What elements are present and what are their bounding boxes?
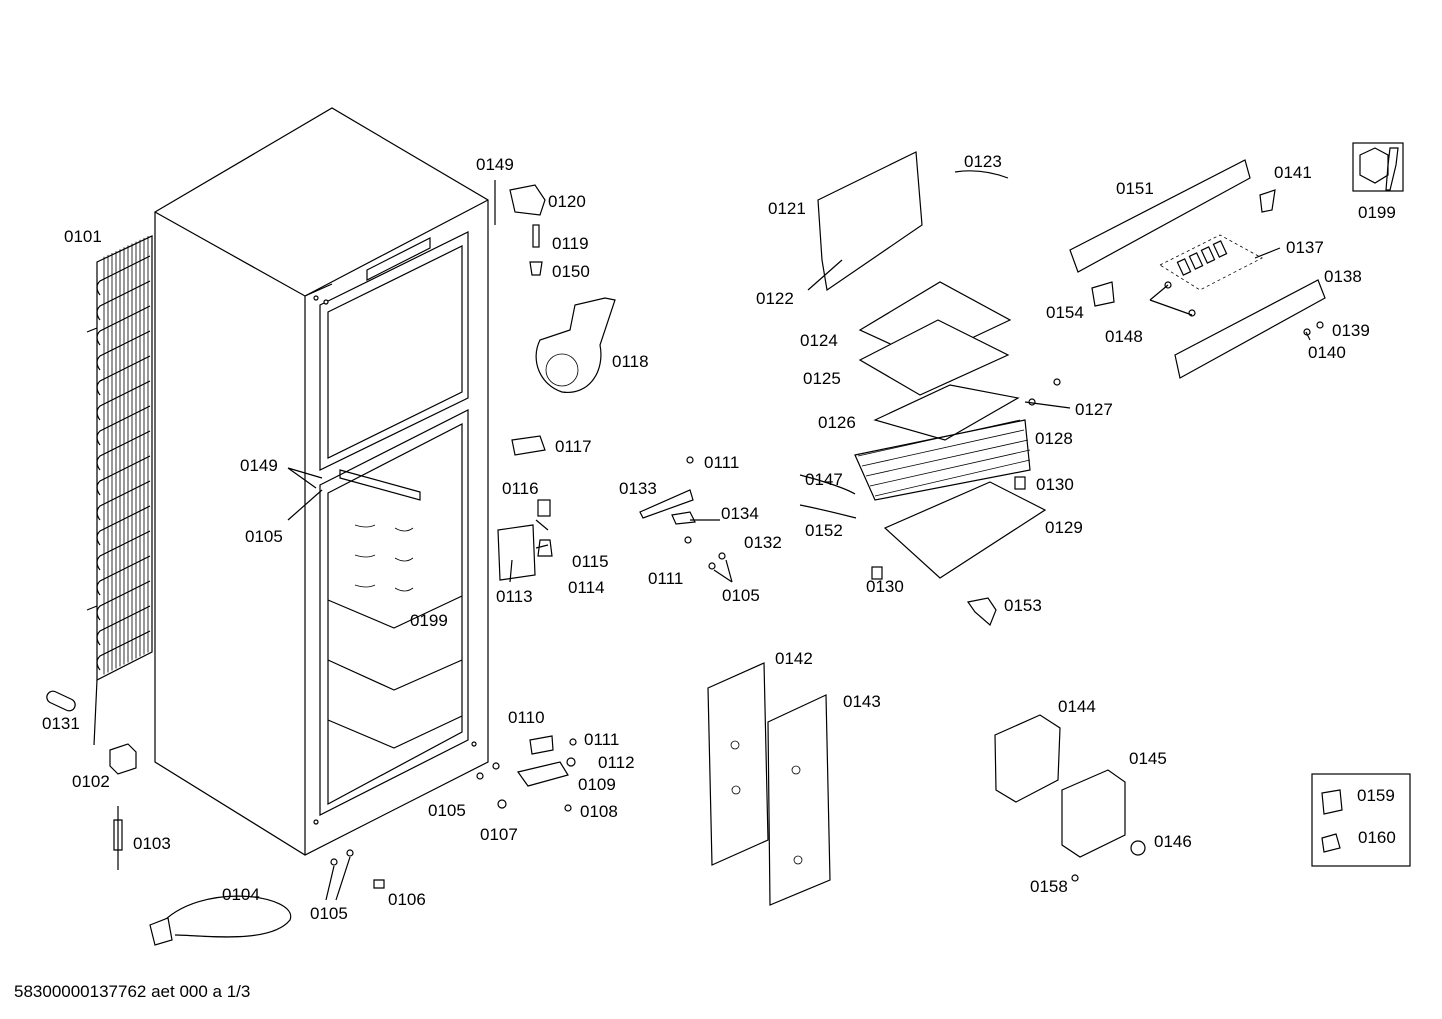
callout-0158: 0158: [1030, 877, 1068, 896]
callout-0147: 0147: [805, 470, 843, 489]
callout-0126: 0126: [818, 413, 856, 432]
callout-0108: 0108: [580, 802, 618, 821]
document-reference: 58300000137762 aet 000 a 1/3: [14, 982, 251, 1001]
small-parts-middle: [476, 456, 726, 812]
callout-0119: 0119: [552, 234, 589, 253]
callout-0105: 0105: [722, 586, 760, 605]
callout-0160: 0160: [1358, 828, 1396, 847]
wrench-nut-icon: [1352, 142, 1404, 192]
callout-0131: 0131: [42, 714, 80, 733]
callout-0115: 0115: [572, 552, 609, 571]
callout-0124: 0124: [800, 331, 838, 350]
callout-0104: 0104: [222, 885, 260, 904]
callout-0129: 0129: [1045, 518, 1083, 537]
callout-0143: 0143: [843, 692, 881, 711]
callout-0123: 0123: [964, 152, 1002, 171]
callout-0109: 0109: [578, 775, 616, 794]
callout-0111: 0111: [648, 569, 684, 588]
evaporator-assembly: [799, 151, 1061, 627]
callout-0122: 0122: [756, 289, 794, 308]
callout-0151: 0151: [1116, 179, 1154, 198]
callout-0113: 0113: [496, 587, 533, 606]
callout-0144: 0144: [1058, 697, 1096, 716]
callout-0101: 0101: [64, 227, 102, 246]
callout-0199: 0199: [1358, 203, 1396, 222]
callout-0199: 0199: [410, 611, 448, 630]
callout-0106: 0106: [388, 890, 426, 909]
callout-0150: 0150: [552, 262, 590, 281]
callout-0159: 0159: [1357, 786, 1395, 805]
cabinet-housing: [154, 107, 489, 856]
callout-0153: 0153: [1004, 596, 1042, 615]
small-parts-left: [46, 690, 385, 946]
callout-0111: 0111: [584, 730, 620, 749]
callout-0128: 0128: [1035, 429, 1073, 448]
callout-0105: 0105: [310, 904, 348, 923]
callout-0102: 0102: [72, 772, 110, 791]
leader-lines: [287, 180, 1311, 583]
callout-0117: 0117: [555, 437, 592, 456]
control-panel: [1069, 159, 1326, 379]
callout-0130: 0130: [1036, 475, 1074, 494]
fan-assembly: [509, 184, 616, 456]
callout-0121: 0121: [768, 199, 806, 218]
thermostat-housing: [994, 714, 1146, 882]
callout-0112: 0112: [598, 753, 635, 772]
callout-0148: 0148: [1105, 327, 1143, 346]
callout-0116: 0116: [502, 479, 539, 498]
callout-0105: 0105: [245, 527, 283, 546]
callout-0149: 0149: [240, 456, 278, 475]
callout-0118: 0118: [612, 352, 649, 371]
legend-box: [1311, 773, 1411, 867]
callout-0149: 0149: [476, 155, 514, 174]
callout-0141: 0141: [1274, 163, 1312, 182]
callout-0139: 0139: [1332, 321, 1370, 340]
callout-0142: 0142: [775, 649, 813, 668]
callout-0146: 0146: [1154, 832, 1192, 851]
callout-0105: 0105: [428, 801, 466, 820]
callout-0145: 0145: [1129, 749, 1167, 768]
callout-0130: 0130: [866, 577, 904, 596]
rear-panels: [707, 662, 831, 906]
callout-0140: 0140: [1308, 343, 1346, 362]
callout-0120: 0120: [548, 192, 586, 211]
callout-0111: 0111: [704, 453, 740, 472]
callout-0133: 0133: [619, 479, 657, 498]
callout-0103: 0103: [133, 834, 171, 853]
callout-0154: 0154: [1046, 303, 1084, 322]
condenser-coil: [86, 235, 153, 746]
callout-0134: 0134: [721, 504, 759, 523]
callout-0137: 0137: [1286, 238, 1324, 257]
callout-0110: 0110: [508, 708, 545, 727]
callout-0114: 0114: [568, 578, 605, 597]
callout-0107: 0107: [480, 825, 518, 844]
callout-0152: 0152: [805, 521, 843, 540]
callout-0132: 0132: [744, 533, 782, 552]
callout-0138: 0138: [1324, 267, 1362, 286]
callout-0125: 0125: [803, 369, 841, 388]
callout-0127: 0127: [1075, 400, 1113, 419]
